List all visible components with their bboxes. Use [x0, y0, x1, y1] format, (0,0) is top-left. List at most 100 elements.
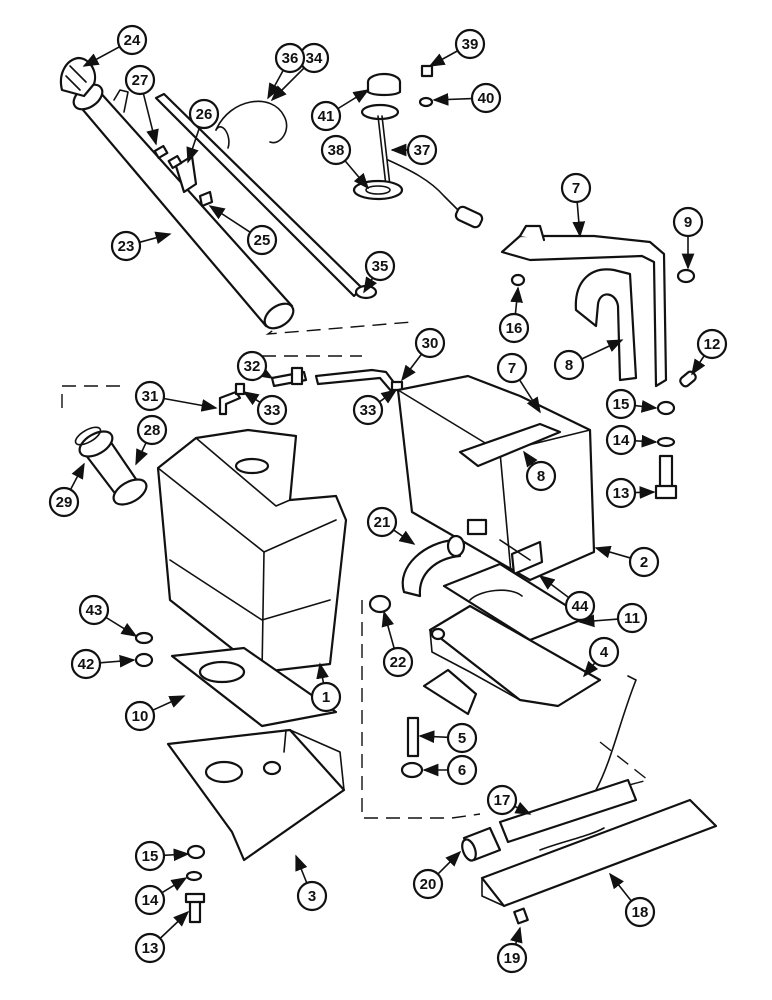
callout-number: 13 — [613, 485, 630, 502]
callout-19: 19 — [496, 942, 528, 974]
callout-circle — [310, 681, 342, 713]
callout-leader-24 — [82, 45, 121, 67]
callout-circle — [320, 134, 352, 166]
callout-leader-13 — [634, 486, 656, 499]
callout-13: 13 — [605, 477, 637, 509]
callout-number: 7 — [508, 360, 516, 377]
callout-circle — [236, 350, 268, 382]
callout-circle — [616, 602, 648, 634]
callout-leader-36 — [267, 69, 284, 100]
callout-12: 12 — [696, 328, 728, 360]
right-tank-cradle — [422, 604, 602, 716]
callout-5: 5 — [446, 722, 478, 754]
callout-21: 21 — [366, 506, 398, 538]
callout-9: 9 — [672, 206, 704, 238]
balance-tube — [498, 675, 638, 844]
callout-circle — [116, 24, 148, 56]
left-tank-cradle — [166, 728, 346, 862]
left-tank-pad — [170, 646, 338, 728]
pipe-bracket — [153, 144, 214, 208]
callout-leader-32 — [256, 365, 274, 379]
callout-leader-7 — [572, 201, 586, 238]
callout-24: 24 — [116, 24, 148, 56]
callout-circle — [124, 700, 156, 732]
callout-number: 34 — [306, 50, 323, 67]
vent-opening — [499, 539, 531, 561]
callout-circle — [470, 82, 502, 114]
callout-leader-25 — [208, 205, 251, 234]
callout-15: 15 — [605, 388, 637, 420]
callout-43: 43 — [78, 594, 110, 626]
callout-circle — [672, 206, 704, 238]
callout-number: 26 — [196, 106, 213, 123]
left-tank-nuts — [134, 631, 154, 668]
callout-16: 16 — [498, 312, 530, 344]
callout-number: 37 — [414, 142, 431, 159]
callout-leader-2 — [594, 545, 631, 559]
callout-number: 33 — [360, 402, 377, 419]
callout-26: 26 — [188, 98, 220, 130]
callout-3: 3 — [296, 880, 328, 912]
callout-1: 1 — [310, 681, 342, 713]
callout-circle — [696, 328, 728, 360]
callout-number: 13 — [142, 940, 159, 957]
callout-number: 38 — [328, 142, 345, 159]
callout-leader-7 — [518, 379, 541, 414]
callout-circle — [134, 380, 166, 412]
callout-circle — [628, 546, 660, 578]
callout-circle — [414, 327, 446, 359]
callout-leader-41 — [337, 89, 370, 110]
callout-20: 20 — [412, 868, 444, 900]
callout-36: 36 — [274, 42, 306, 74]
callout-number: 21 — [374, 514, 391, 531]
callout-circle — [296, 880, 328, 912]
callout-circle — [525, 460, 557, 492]
filler-pipe — [72, 83, 295, 330]
callout-circle — [274, 42, 306, 74]
callout-number: 36 — [282, 50, 299, 67]
callout-31: 31 — [134, 380, 166, 412]
callout-6: 6 — [446, 754, 478, 786]
tank-mount-bracket — [500, 224, 697, 388]
callout-leader-4 — [582, 660, 599, 678]
fuel-gauge-sender — [352, 64, 484, 229]
callout-18: 18 — [624, 896, 656, 928]
callout-number: 15 — [142, 848, 159, 865]
callout-leader-19 — [510, 926, 523, 945]
callout-leader-30 — [401, 353, 423, 382]
callout-circle — [134, 884, 166, 916]
callout-number: 9 — [684, 214, 692, 231]
callout-circle — [124, 64, 156, 96]
callout-circle — [406, 134, 438, 166]
callout-circle — [70, 648, 102, 680]
callout-number: 14 — [142, 892, 159, 909]
callout-number: 3 — [308, 888, 316, 905]
callout-circle — [78, 594, 110, 626]
callout-25: 25 — [246, 224, 278, 256]
callout-7: 7 — [496, 352, 528, 384]
callout-number: 19 — [504, 950, 521, 967]
callout-number: 42 — [78, 656, 95, 673]
callout-number: 32 — [244, 358, 261, 375]
callout-leader-31 — [163, 397, 218, 412]
callout-number: 25 — [254, 232, 271, 249]
callout-leader-1 — [316, 662, 329, 684]
callout-10: 10 — [124, 700, 156, 732]
right-bolt-stack — [654, 400, 678, 500]
callout-number: 16 — [506, 320, 523, 337]
left-fuel-tank — [156, 428, 348, 674]
callout-22: 22 — [382, 646, 414, 678]
callout-28: 28 — [136, 414, 168, 446]
callout-35: 35 — [364, 250, 396, 282]
callout-circle — [560, 172, 592, 204]
callout-23: 23 — [110, 230, 142, 262]
callout-44: 44 — [564, 590, 596, 622]
callout-circle — [605, 388, 637, 420]
callout-leader-26 — [186, 127, 201, 164]
callout-leader-14 — [634, 434, 658, 448]
callout-leader-10 — [152, 695, 186, 711]
callout-circle — [412, 868, 444, 900]
callout-number: 11 — [624, 610, 640, 627]
